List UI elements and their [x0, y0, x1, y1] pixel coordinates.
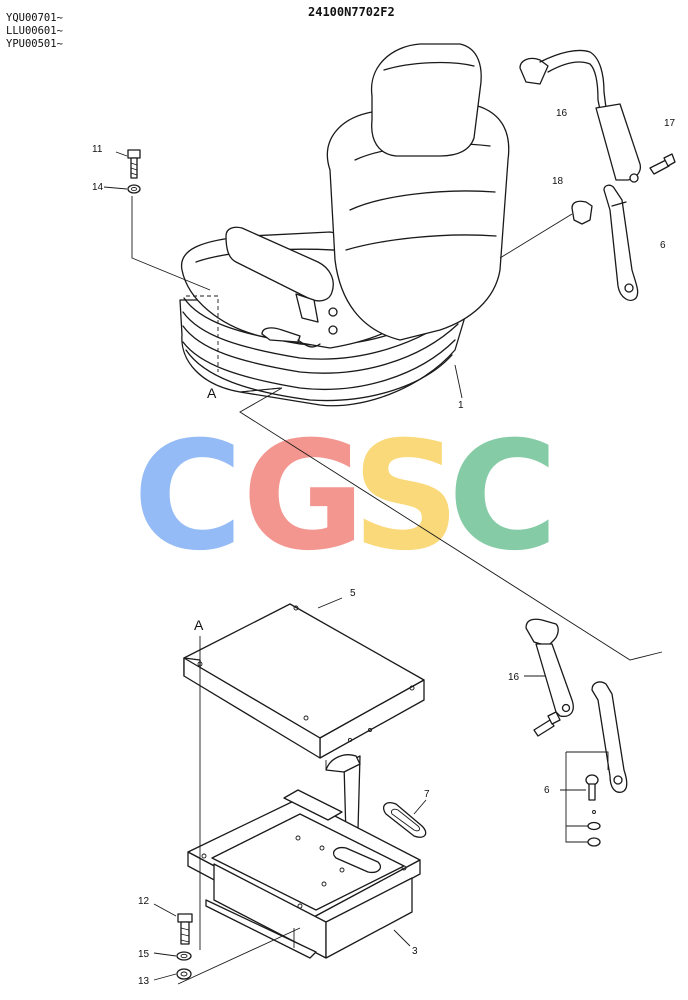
- serial-list: YQU00701~ LLU00601~ YPU00501~: [6, 12, 63, 50]
- serial-2: LLU00601~: [6, 25, 63, 37]
- callout-1: 1: [458, 400, 464, 411]
- watermark-letter-g: G: [242, 410, 365, 584]
- callout-16-top: 16: [556, 108, 568, 119]
- base-frame-3: [187, 754, 421, 959]
- bolt-12-washer-15-nut-13: [153, 903, 193, 981]
- callout-16-bottom: 16: [508, 672, 520, 683]
- reference-a-lines: [177, 636, 327, 985]
- serial-3: YPU00501~: [6, 38, 63, 50]
- callout-12: 12: [138, 896, 150, 907]
- watermark-letter-c2: C: [448, 410, 558, 584]
- seat-leaders: [131, 196, 663, 661]
- bolt-11-nut-14: [103, 149, 141, 194]
- callout-5: 5: [350, 588, 356, 599]
- cover-plate-5: [183, 597, 425, 759]
- serial-1: YQU00701~: [6, 12, 63, 24]
- reference-a-top: A: [207, 385, 217, 401]
- callout-11: 11: [92, 144, 103, 155]
- drawing-number: 24100N7702F2: [308, 5, 395, 19]
- callout-18: 18: [552, 176, 564, 187]
- seatbelt-lower: [524, 618, 628, 847]
- seatbelt-upper: [519, 49, 676, 301]
- reference-a-bottom: A: [194, 617, 204, 633]
- seat-assembly: [179, 43, 510, 407]
- callout-6-bottom: 6: [544, 785, 550, 796]
- callout-labels: 11 14 16 17 18 6 1 A 5 A 16 7 6 12 3 15 …: [92, 108, 676, 987]
- callout-3: 3: [412, 946, 418, 957]
- cgsc-watermark: C G S C: [133, 410, 558, 584]
- callout-14: 14: [92, 182, 104, 193]
- callout-15: 15: [138, 949, 150, 960]
- callout-6-top: 6: [660, 240, 666, 251]
- grommet-7: [382, 799, 427, 838]
- callout-7: 7: [424, 789, 430, 800]
- callout-17: 17: [664, 118, 676, 129]
- watermark-letter-c1: C: [133, 410, 243, 584]
- watermark-letter-s: S: [352, 410, 460, 584]
- callout-13: 13: [138, 976, 150, 987]
